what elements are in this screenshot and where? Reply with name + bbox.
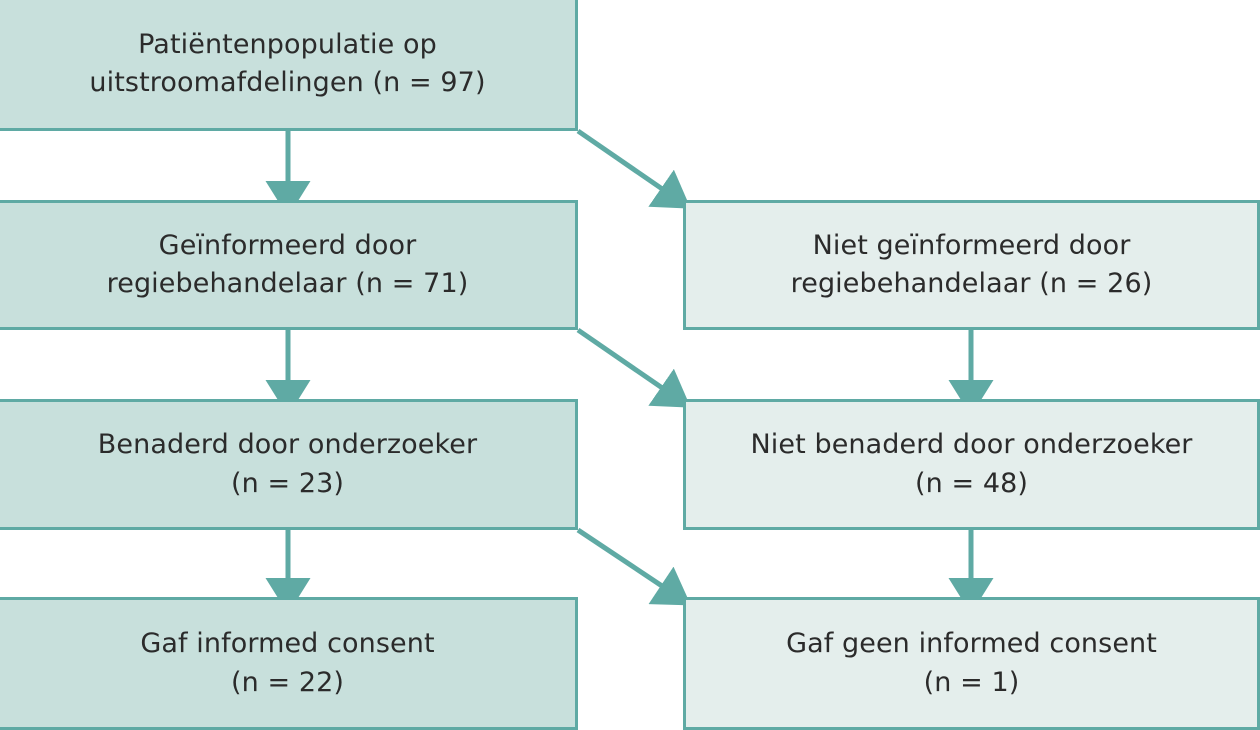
edge-r1c1-to-r2c2: [576, 128, 691, 209]
node-line-2: (n = 22): [230, 666, 345, 698]
node-line-2: uitstroomafdelingen (n = 97): [89, 67, 486, 98]
node-line-2: (n = 1): [923, 666, 1020, 698]
node-gave-informed-consent: Gaf informed consent (n = 22): [0, 597, 578, 730]
node-line-1: Geïnformeerd door: [158, 229, 417, 261]
edge-r2c1-to-r3c2: [576, 327, 691, 408]
node-not-approached-by-researcher: Niet benaderd door onderzoeker (n = 48): [683, 399, 1260, 530]
node-line-1: Niet geïnformeerd door: [812, 229, 1131, 261]
node-line-1: Patiëntenpopulatie op: [138, 28, 437, 60]
node-no-informed-consent: Gaf geen informed consent (n = 1): [683, 597, 1260, 730]
node-line-2: regiebehandelaar (n = 26): [790, 268, 1153, 299]
node-informed-by-clinician: Geïnformeerd door regiebehandelaar (n = …: [0, 200, 578, 330]
node-line-2: (n = 23): [230, 467, 345, 499]
node-not-informed-by-clinician: Niet geïnformeerd door regiebehandelaar …: [683, 200, 1260, 330]
node-patient-population: Patiëntenpopulatie op uitstroomafdelinge…: [0, 0, 578, 131]
node-line-2: (n = 48): [914, 467, 1029, 499]
node-line-1: Benaderd door onderzoeker: [97, 429, 478, 461]
node-line-1: Gaf informed consent: [140, 628, 435, 660]
node-line-2: regiebehandelaar (n = 71): [106, 268, 469, 299]
node-approached-by-researcher: Benaderd door onderzoeker (n = 23): [0, 399, 578, 530]
node-line-1: Gaf geen informed consent: [786, 628, 1157, 660]
edge-r3c1-to-r4c2: [576, 527, 691, 606]
node-line-1: Niet benaderd door onderzoeker: [750, 429, 1193, 461]
